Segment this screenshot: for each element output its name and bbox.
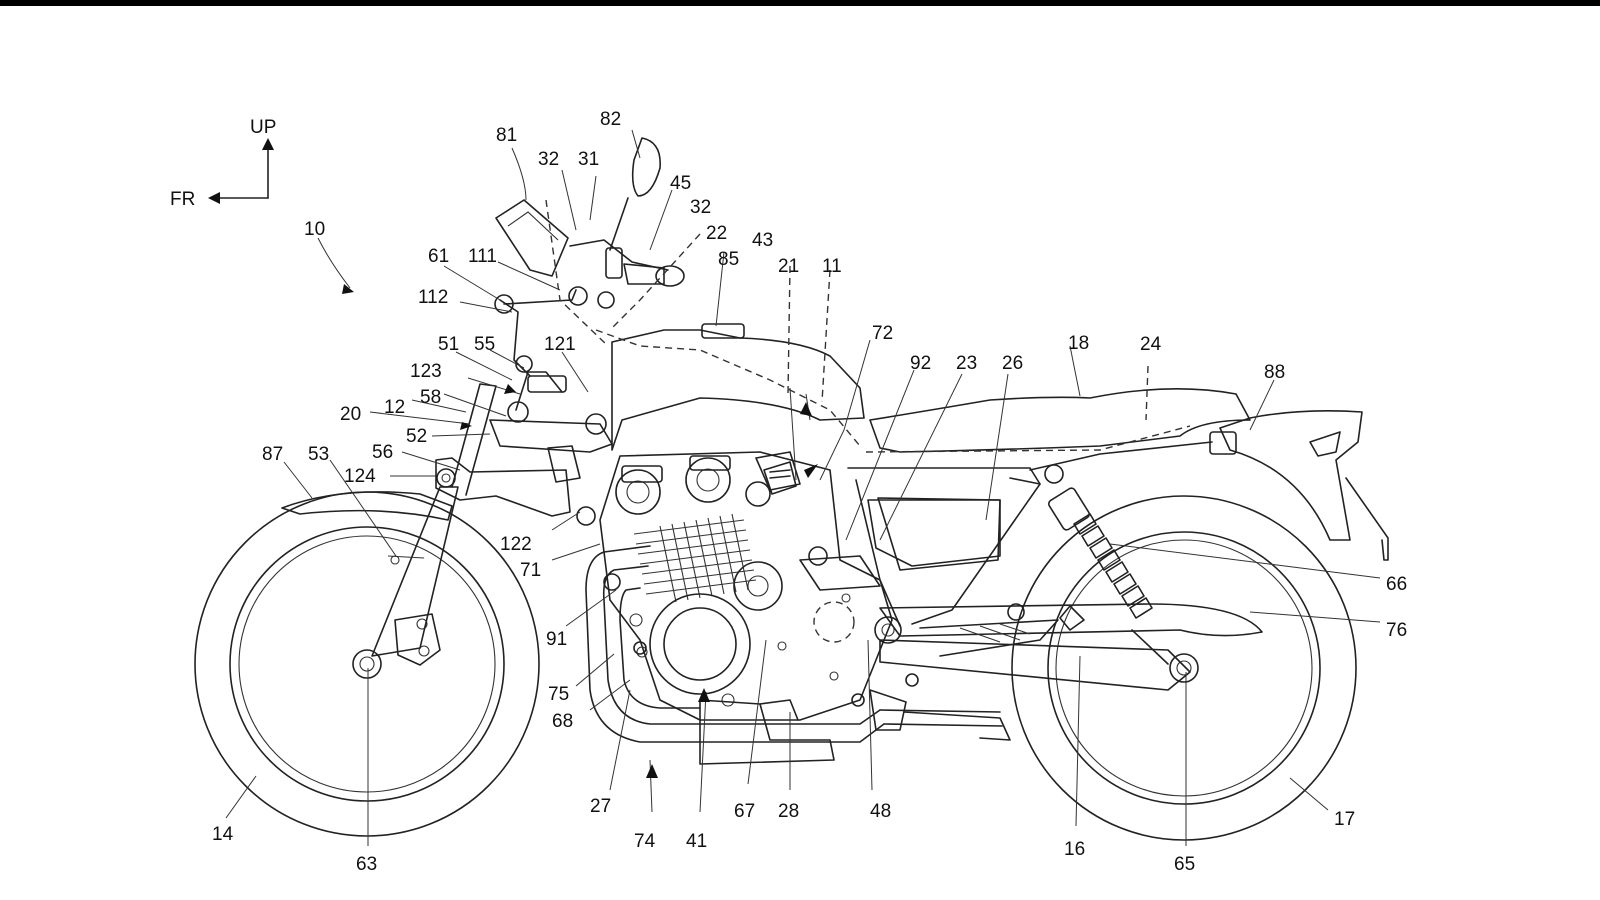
callout-92: 92 bbox=[910, 353, 931, 374]
callout-111: 111 bbox=[468, 246, 497, 267]
callout-23: 23 bbox=[956, 353, 977, 374]
callout-51: 51 bbox=[438, 334, 459, 355]
fuel-tank bbox=[611, 329, 865, 451]
front-wheel bbox=[194, 491, 540, 837]
reference-labels: 10 11 12 14 16 17 18 20 21 22 23 24 26 2… bbox=[212, 109, 1407, 875]
callout-63: 63 bbox=[356, 854, 377, 875]
callout-61: 61 bbox=[428, 246, 449, 267]
arrow-41-icon bbox=[698, 688, 710, 702]
callout-24: 24 bbox=[1140, 334, 1162, 355]
callout-17: 17 bbox=[1334, 809, 1355, 830]
callout-76: 76 bbox=[1386, 620, 1407, 641]
callout-81: 81 bbox=[496, 125, 517, 146]
callout-56: 56 bbox=[372, 442, 393, 463]
rear-wheel bbox=[1011, 495, 1357, 841]
callout-48: 48 bbox=[870, 801, 891, 822]
callout-14: 14 bbox=[212, 824, 234, 845]
callout-55: 55 bbox=[474, 334, 495, 355]
callout-123: 123 bbox=[410, 361, 442, 382]
callout-11: 11 bbox=[822, 256, 842, 277]
front-arrow-icon bbox=[208, 192, 220, 204]
callout-22: 22 bbox=[706, 223, 727, 244]
headlight-bracket bbox=[435, 289, 613, 526]
callout-41: 41 bbox=[686, 831, 707, 852]
callout-10: 10 bbox=[304, 219, 325, 240]
arrow-123-icon bbox=[504, 384, 516, 394]
callout-16: 16 bbox=[1064, 839, 1085, 860]
callout-112: 112 bbox=[418, 287, 448, 308]
callout-12: 12 bbox=[384, 397, 405, 418]
orientation-indicator: UP FR bbox=[170, 117, 276, 210]
chain-cover bbox=[879, 603, 1263, 637]
intake-duct bbox=[755, 451, 801, 491]
exhaust-pipes bbox=[585, 545, 1003, 743]
callout-91: 91 bbox=[546, 629, 567, 650]
callout-65: 65 bbox=[1174, 854, 1195, 875]
callout-21: 21 bbox=[778, 256, 799, 277]
front-fender bbox=[281, 491, 453, 521]
callout-72: 72 bbox=[872, 323, 893, 344]
callout-82: 82 bbox=[600, 109, 621, 130]
arrow-74-icon bbox=[646, 764, 658, 778]
callout-18: 18 bbox=[1068, 333, 1089, 354]
handlebar-assembly bbox=[495, 137, 685, 309]
callout-121: 121 bbox=[544, 334, 576, 355]
top-border-bar bbox=[0, 0, 1600, 6]
callout-32-right: 32 bbox=[690, 197, 711, 218]
callout-75: 75 bbox=[548, 684, 569, 705]
callout-88: 88 bbox=[1264, 362, 1285, 383]
callout-71: 71 bbox=[520, 560, 541, 581]
up-label: UP bbox=[250, 117, 276, 138]
callout-43: 43 bbox=[752, 230, 773, 251]
up-arrow-icon bbox=[262, 138, 274, 150]
callout-85: 85 bbox=[718, 249, 739, 270]
side-cover bbox=[867, 499, 1001, 567]
arrow-20-icon bbox=[460, 422, 472, 430]
callout-67: 67 bbox=[734, 801, 755, 822]
callout-87: 87 bbox=[262, 444, 283, 465]
callout-26: 26 bbox=[1002, 353, 1023, 374]
engine bbox=[599, 451, 893, 765]
seat bbox=[869, 388, 1251, 453]
callout-53: 53 bbox=[308, 444, 329, 465]
callout-32-left: 32 bbox=[538, 149, 559, 170]
rear-fender bbox=[1209, 410, 1389, 561]
front-label: FR bbox=[170, 189, 195, 210]
callout-52: 52 bbox=[406, 426, 427, 447]
rear-shock-absorber bbox=[1047, 487, 1169, 665]
swing-arm bbox=[879, 639, 1191, 691]
callout-45: 45 bbox=[670, 173, 691, 194]
leader-lines bbox=[225, 129, 1381, 846]
callout-20: 20 bbox=[340, 404, 361, 425]
arrow-11-icon bbox=[800, 402, 812, 416]
front-fork bbox=[371, 383, 497, 657]
callout-58: 58 bbox=[420, 387, 441, 408]
callout-68: 68 bbox=[552, 711, 573, 732]
callout-74: 74 bbox=[634, 831, 656, 852]
callout-124: 124 bbox=[344, 466, 376, 487]
callout-27: 27 bbox=[590, 796, 611, 817]
callout-31: 31 bbox=[578, 149, 599, 170]
arrow-10-icon bbox=[342, 284, 354, 294]
fuel-cap bbox=[701, 323, 745, 339]
callout-122: 122 bbox=[500, 534, 532, 555]
arrow-72-icon bbox=[804, 464, 818, 478]
callout-66: 66 bbox=[1386, 574, 1407, 595]
callout-28: 28 bbox=[778, 801, 799, 822]
